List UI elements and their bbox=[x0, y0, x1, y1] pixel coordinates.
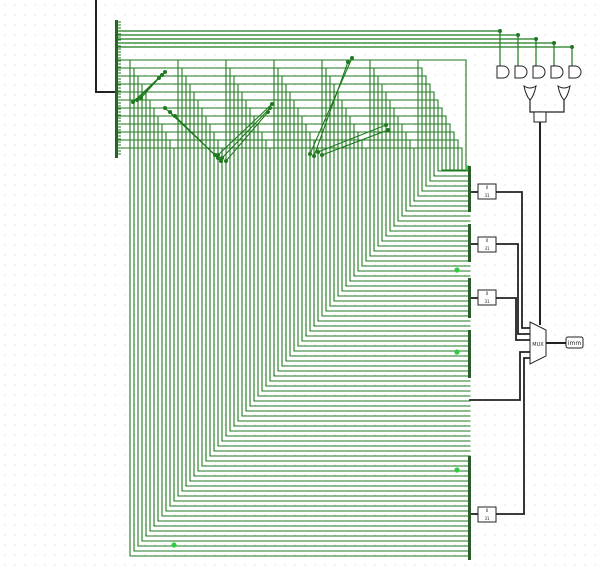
bit-extender-1[interactable]: 0 31 bbox=[477, 183, 497, 200]
extender-4-bottom: 31 bbox=[484, 516, 490, 521]
bit-extender-3[interactable]: 0 31 bbox=[477, 289, 497, 306]
extender-to-mux-bus bbox=[495, 191, 531, 329]
extender-3-top: 0 bbox=[486, 291, 489, 296]
junction bbox=[552, 41, 556, 45]
junction bbox=[498, 29, 502, 33]
probe-point bbox=[454, 467, 460, 473]
junction bbox=[135, 98, 139, 102]
joiner-bar bbox=[468, 224, 471, 262]
data-wire bbox=[117, 91, 471, 177]
and-gate bbox=[514, 65, 528, 79]
joiner-bar bbox=[468, 330, 471, 378]
bit-extender-2[interactable]: 0 31 bbox=[477, 236, 497, 253]
select-joiner bbox=[533, 111, 547, 123]
data-wire bbox=[117, 99, 471, 172]
extender-4-top: 0 bbox=[486, 508, 489, 513]
junction bbox=[308, 152, 312, 156]
junction bbox=[131, 100, 135, 104]
extender-3-bottom: 31 bbox=[484, 299, 490, 304]
swizzle-wire bbox=[321, 129, 389, 156]
joiner-bar bbox=[468, 278, 471, 318]
junction bbox=[316, 150, 320, 154]
output-pin-imm[interactable]: imm bbox=[565, 336, 584, 349]
output-joiner-bars bbox=[468, 166, 471, 560]
and-gate bbox=[550, 65, 564, 79]
and-gate bbox=[496, 65, 510, 79]
select-logic-gates[interactable] bbox=[496, 65, 582, 123]
probe-point bbox=[454, 267, 460, 273]
and-gate bbox=[532, 65, 546, 79]
junction bbox=[168, 110, 172, 114]
junction bbox=[173, 114, 177, 118]
extender-to-mux-bus bbox=[495, 297, 531, 341]
junction bbox=[534, 37, 538, 41]
junction bbox=[224, 159, 228, 163]
extender-to-mux-bus bbox=[495, 243, 531, 335]
junction bbox=[216, 153, 220, 157]
swizzle-wire bbox=[317, 124, 387, 153]
junction bbox=[320, 153, 324, 157]
output-pin-label: imm bbox=[568, 340, 582, 347]
data-wire bbox=[117, 75, 471, 187]
input-splitter[interactable] bbox=[115, 20, 121, 158]
wire-layer bbox=[95, 0, 574, 557]
joiner-bar bbox=[468, 166, 471, 212]
multiplexer[interactable]: MUX bbox=[529, 321, 547, 365]
extender-1-bottom: 31 bbox=[484, 193, 490, 198]
swizzle-wire bbox=[225, 111, 269, 162]
gate-output-wire bbox=[539, 99, 565, 113]
probe-point bbox=[171, 542, 177, 548]
gate-input-wire bbox=[117, 46, 573, 67]
junction bbox=[220, 156, 224, 160]
or-gate bbox=[523, 84, 537, 101]
joiner-bar bbox=[468, 456, 471, 560]
mux-label: MUX bbox=[532, 342, 544, 348]
extender-2-top: 0 bbox=[486, 238, 489, 243]
junction bbox=[266, 110, 270, 114]
junction bbox=[268, 106, 272, 110]
and-gate bbox=[568, 65, 582, 79]
junction bbox=[163, 106, 167, 110]
junction bbox=[386, 128, 390, 132]
junction bbox=[270, 102, 274, 106]
extender-to-mux-bus bbox=[495, 357, 531, 515]
swizzle-wire bbox=[174, 115, 222, 162]
splitter-bar bbox=[115, 20, 118, 158]
swizzle-wire bbox=[140, 77, 160, 99]
bit-extender-4[interactable]: 0 31 bbox=[477, 506, 497, 523]
junction bbox=[570, 45, 574, 49]
extender-to-mux-bus bbox=[469, 351, 531, 401]
junction bbox=[312, 154, 316, 158]
probe-point bbox=[454, 349, 460, 355]
junction bbox=[350, 56, 354, 60]
junction bbox=[384, 123, 388, 127]
junction bbox=[160, 73, 164, 77]
junction bbox=[157, 76, 161, 80]
input-bus bbox=[95, 0, 117, 93]
junction bbox=[139, 96, 143, 100]
extender-1-top: 0 bbox=[486, 185, 489, 190]
swizzle-wire bbox=[309, 57, 353, 155]
swizzle-wire bbox=[217, 103, 273, 156]
swizzle-wire bbox=[221, 107, 271, 159]
or-gate bbox=[557, 84, 571, 101]
data-wire bbox=[117, 67, 471, 192]
junction bbox=[516, 33, 520, 37]
gate-input-wire bbox=[117, 30, 501, 67]
junction bbox=[163, 70, 167, 74]
swizzle-wire bbox=[313, 61, 349, 157]
junction bbox=[346, 60, 350, 64]
extender-2-bottom: 31 bbox=[484, 246, 490, 251]
